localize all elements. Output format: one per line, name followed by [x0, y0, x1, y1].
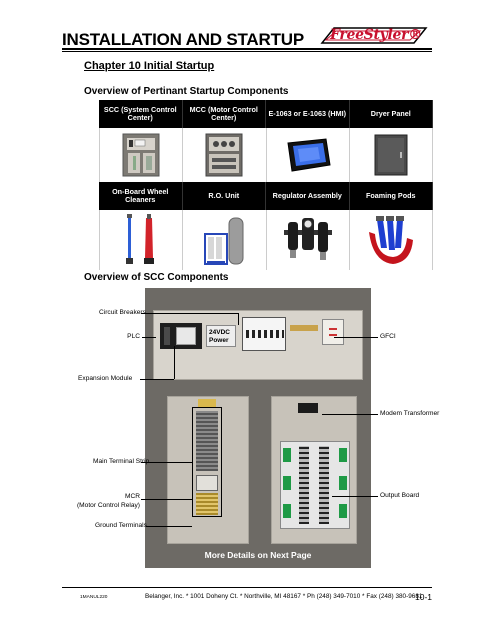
component-label-dryer-panel: Dryer Panel: [350, 100, 433, 128]
component-label-scc: SCC (System Control Center): [99, 100, 183, 128]
mcr-relay: [196, 475, 218, 491]
components-header-row-1: SCC (System Control Center) MCC (Motor C…: [99, 100, 433, 128]
ro-unit-icon: [183, 210, 267, 270]
component-label-mcc: MCC (Motor Control Center): [183, 100, 266, 128]
regulator-icon: [266, 210, 350, 270]
power-supply: 24VDC Power: [206, 325, 236, 347]
header-rule-thin: [62, 51, 432, 52]
page-header-title: INSTALLATION AND STARTUP: [62, 30, 304, 49]
components-image-row-2: [99, 210, 433, 270]
hmi-screen-icon: [266, 128, 350, 182]
output-board: [280, 441, 350, 529]
callout-main-terminal-strip: Main Terminal Strip: [93, 458, 150, 465]
motor-cabinet-icon: [183, 128, 267, 182]
components-grid: SCC (System Control Center) MCC (Motor C…: [99, 100, 433, 270]
plc-slot: [164, 327, 170, 345]
callout-ground-terminals: Ground Terminals: [95, 522, 147, 529]
footer-page-number: 10-1: [415, 592, 433, 602]
components-header-row-2: On-Board Wheel Cleaners R.O. Unit Regula…: [99, 182, 433, 210]
scc-next-page-note: More Details on Next Page: [204, 550, 312, 560]
footer-company-info: Belanger, Inc. * 1001 Doheny Ct. * North…: [145, 593, 423, 600]
component-label-wheel-cleaners: On-Board Wheel Cleaners: [99, 182, 183, 210]
expansion-module: [176, 327, 196, 345]
footer-doc-code: 1MANUL220: [80, 595, 108, 600]
callout-circuit-breakers: Circuit Breakers: [99, 309, 146, 316]
ground-terminals: [196, 493, 218, 515]
section-title-scc-components: Overview of SCC Components: [84, 272, 229, 283]
logo-text: FreeStyler®: [330, 27, 422, 43]
callout-output-board: Output Board: [380, 492, 420, 499]
header-rule: [62, 48, 432, 50]
power-label-voltage: 24VDC: [209, 329, 230, 336]
control-cabinet-icon: [100, 128, 184, 182]
chapter-title: Chapter 10 Initial Startup: [84, 60, 215, 72]
dryer-panel-icon: [349, 128, 433, 182]
component-label-regulator: Regulator Assembly: [266, 182, 350, 210]
callout-plc: PLC: [127, 333, 140, 340]
scc-bottom-right-panel: [271, 396, 357, 544]
gfci-outlet: [322, 319, 344, 345]
callout-mcr: MCR: [124, 493, 140, 500]
scc-top-panel: 24VDC Power: [153, 310, 363, 380]
callout-expansion-module: Expansion Module: [78, 375, 133, 382]
freestyler-logo: [320, 27, 428, 44]
callout-gfci: GFCI: [380, 333, 396, 340]
power-label-text: Power: [209, 337, 229, 344]
modem-transformer: [298, 403, 318, 413]
component-label-hmi: E-1063 or E-1063 (HMI): [266, 100, 350, 128]
section-title-startup-components: Overview of Pertinant Startup Components: [84, 86, 289, 97]
component-label-foaming-pods: Foaming Pods: [350, 182, 433, 210]
callout-modem-transformer: Modem Transformer: [380, 410, 440, 417]
wheel-cleaner-icon: [100, 210, 184, 270]
component-label-ro-unit: R.O. Unit: [183, 182, 266, 210]
foaming-pods-icon: [349, 210, 433, 270]
circuit-breaker-bank: [242, 317, 286, 351]
components-image-row-1: [99, 128, 433, 182]
footer-rule: [62, 587, 432, 588]
scc-bottom-left-panel: [167, 396, 249, 544]
main-terminal-strip: [196, 411, 218, 471]
terminal-bar: [290, 325, 318, 331]
scc-cabinet-image: 24VDC Power More Details on Ne: [145, 288, 371, 568]
callout-mcr-desc: (Motor Control Relay): [76, 502, 140, 509]
